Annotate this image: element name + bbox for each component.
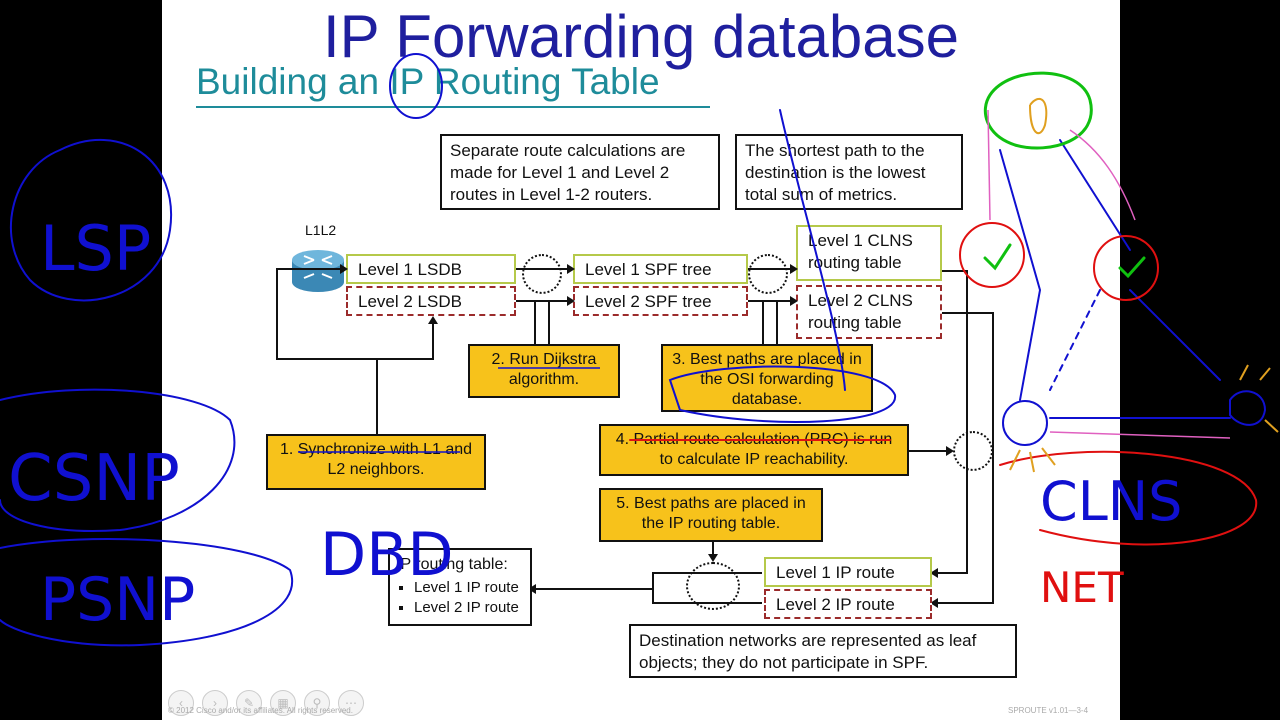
ink-check-1 [983, 243, 1012, 271]
ink-green-node [983, 71, 1093, 150]
ink-node-bottom [1002, 400, 1048, 446]
ink-csnp-circle [0, 388, 236, 532]
ink-curve [779, 109, 846, 391]
ink-link-dashed [1049, 289, 1101, 391]
step-3-best-paths-osi: 3. Best paths are placed in the OSI forw… [661, 344, 873, 412]
ink-clns-circle [999, 450, 1258, 546]
callout-separate: Separate route calculations are made for… [440, 134, 720, 210]
ink-orange-mark [1029, 98, 1048, 135]
ink-node-right [1229, 390, 1267, 426]
ink-link-c [1129, 289, 1221, 381]
ip-routing-table-title: IP routing table: [396, 556, 508, 573]
ink-link-b [1059, 139, 1131, 251]
slide-subtitle: Building an IP Routing Table [196, 61, 660, 102]
ip-table-item: Level 2 IP route [414, 598, 524, 618]
ink-link-a [999, 149, 1042, 401]
pen-control-icon[interactable]: ✎ [236, 690, 262, 716]
ink-ip-circle [389, 53, 443, 119]
ink-text-net: NET [1040, 563, 1124, 612]
ink-orange-rays-2 [1239, 364, 1279, 433]
level2-lsdb: Level 2 LSDB [346, 286, 516, 316]
ink-red-circle-1 [959, 222, 1025, 288]
ink-text-clns: CLNS [1040, 470, 1182, 533]
footer-course-code: SPROUTE v1.01—3-4 [1008, 706, 1089, 715]
ip-table-item: Level 1 IP route [414, 578, 524, 598]
level1-spf-tree: Level 1 SPF tree [573, 254, 748, 284]
ink-orange-rays [1009, 447, 1056, 473]
router-icon [290, 246, 346, 296]
spf-ring-2 [748, 254, 788, 294]
ink-text-psnp: PSNP [40, 565, 195, 635]
step-2-dijkstra: 2. Run Dijkstra algorithm. [468, 344, 620, 398]
footer-copyright: © 2012 Cisco and/or its affiliates. All … [168, 706, 353, 715]
ink-step3-circle [668, 365, 897, 423]
slides-control-icon[interactable]: ▦ [270, 690, 296, 716]
level2-ip-route: Level 2 IP route [764, 589, 932, 619]
callout-leaf-objects: Destination networks are represented as … [629, 624, 1017, 678]
slide: IP Forwarding database Building an IP Ro… [162, 0, 1120, 720]
step-4-prc: 4. Partial route calculation (PRC) is ru… [599, 424, 909, 476]
ink-text-lsp: LSP [40, 212, 151, 285]
callout-shortest-path: The shortest path to the destination is … [735, 134, 963, 210]
ink-psnp-circle [0, 538, 293, 647]
subtitle-underline [196, 106, 710, 108]
router-label: L1L2 [305, 222, 337, 238]
level2-clns-table: Level 2 CLNS routing table [796, 285, 942, 339]
ink-pink-line-2 [1069, 129, 1136, 221]
ip-routing-table-box: IP routing table: Level 1 IP route Level… [388, 548, 532, 626]
level1-ip-route: Level 1 IP route [764, 557, 932, 587]
ink-lsp-circle [9, 139, 173, 302]
level1-lsdb: Level 1 LSDB [346, 254, 516, 284]
ink-text-csnp: CSNP [8, 442, 180, 516]
ip-routing-table-list: Level 1 IP route Level 2 IP route [396, 578, 524, 618]
step-1-synchronize: 1. Synchronize with L1 and L2 neighbors. [266, 434, 486, 490]
ink-check-2 [1118, 256, 1146, 279]
zoom-control-icon[interactable]: ⚲ [304, 690, 330, 716]
next-control-icon[interactable]: › [202, 690, 228, 716]
ink-pink-line-3 [1049, 431, 1231, 439]
ink-pink-line-1 [987, 109, 991, 221]
more-control-icon[interactable]: ⋯ [338, 690, 364, 716]
back-control-icon[interactable]: ‹ [168, 690, 194, 716]
step-5-ip-routing-table: 5. Best paths are placed in the IP routi… [599, 488, 823, 542]
ip-ring [686, 562, 740, 610]
spf-ring-1 [522, 254, 562, 294]
ink-red-circle-2 [1093, 235, 1159, 301]
ink-text-dbd: DBD [320, 520, 454, 590]
